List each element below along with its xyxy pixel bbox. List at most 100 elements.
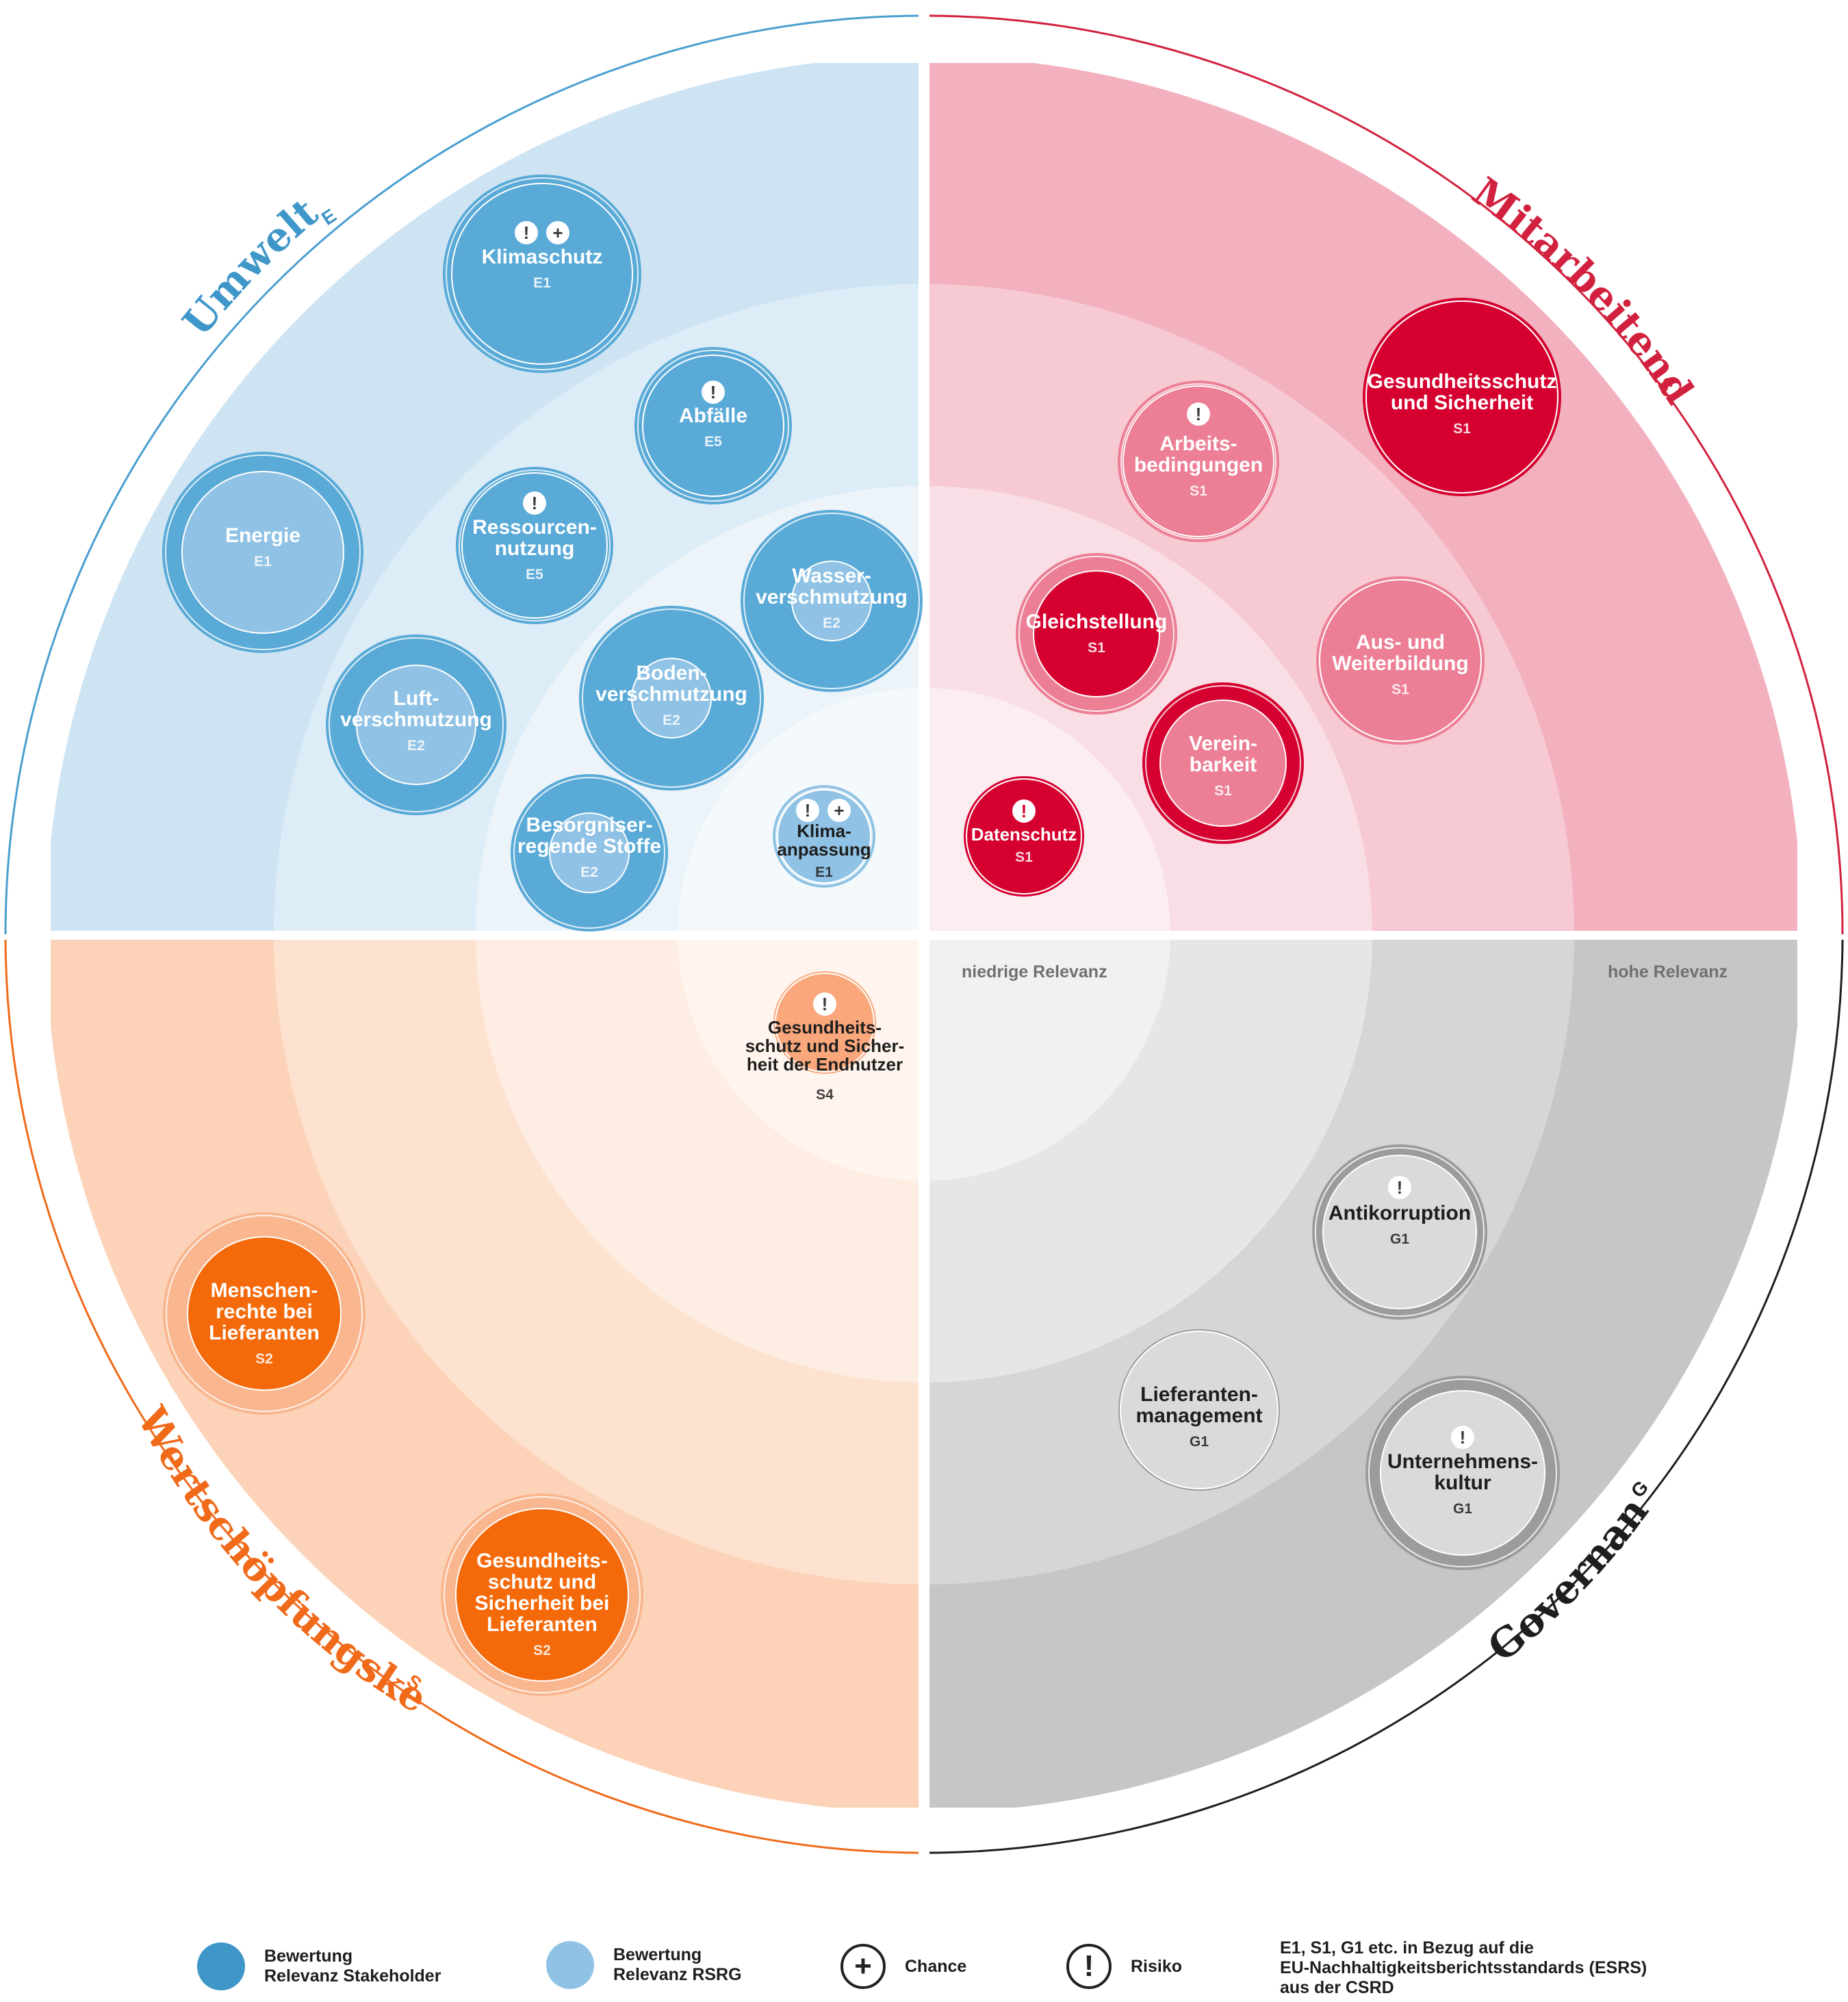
icon-glyph: ! <box>524 222 530 243</box>
topic-label-line: Lieferanten <box>209 1322 320 1344</box>
rsrg-relevance-circle <box>1033 570 1160 697</box>
icon-glyph: + <box>552 222 563 243</box>
topic-label-line: verschmutzung <box>595 683 747 706</box>
rsrg-relevance-circle <box>356 665 476 785</box>
topic-label-line: rechte bei <box>216 1300 313 1323</box>
topic-label-line: Unternehmens- <box>1387 1450 1538 1473</box>
esrs-code: E1 <box>815 864 833 880</box>
legend-risk: ! Risiko <box>1066 1944 1182 1989</box>
topic-label-line: Aus- und <box>1356 631 1445 654</box>
circle-outline <box>1315 1147 1485 1317</box>
topic-label-line: Lieferanten <box>487 1613 598 1636</box>
circle-outline <box>582 608 761 788</box>
relevance-high-label: hohe Relevanz <box>1608 962 1728 981</box>
plus-icon: + <box>840 1944 886 1989</box>
topic-label-line: Gesundheitsschutz <box>1368 370 1557 393</box>
rsrg-relevance-circle <box>451 183 633 365</box>
topic-label-line: schutz und Sicher- <box>745 1036 905 1056</box>
icon-glyph: + <box>834 800 844 821</box>
rsrg-relevance-circle <box>1322 1155 1477 1309</box>
legend: Bewertung Relevanz Stakeholder Bewertung… <box>0 1937 1848 2002</box>
rsrg-relevance-circle <box>966 778 1082 895</box>
topic-label-line: Gesundheits- <box>768 1017 882 1038</box>
esrs-code: E1 <box>254 554 272 569</box>
circle-outline <box>329 637 504 812</box>
topic-label-line: Boden- <box>636 662 706 684</box>
topic-label-line: Lieferanten- <box>1140 1383 1258 1406</box>
topic-label-line: Gleichstellung <box>1026 611 1168 633</box>
rsrg-relevance-circle <box>461 472 608 619</box>
icon-glyph: ! <box>1460 1427 1466 1448</box>
esrs-code: E2 <box>407 738 425 754</box>
legend-esrs: E1, S1, G1 etc. in Bezug auf die EU-Nach… <box>1259 1938 1647 1998</box>
legend-risk-label: Risiko <box>1131 1956 1183 1976</box>
circle-outline <box>1120 383 1276 539</box>
rsrg-dot-icon <box>546 1941 594 1989</box>
rsrg-relevance-circle <box>1120 1331 1279 1489</box>
rsrg-relevance-circle <box>1380 1390 1545 1556</box>
esrs-code: E2 <box>580 864 598 880</box>
esrs-code: S4 <box>816 1087 834 1103</box>
topic-label-line: und Sicherheit <box>1391 392 1533 414</box>
rsrg-relevance-circle <box>1159 700 1287 827</box>
circle-outline <box>1145 685 1301 841</box>
topic-label-line: Ressourcen- <box>472 516 597 539</box>
esrs-code: E2 <box>663 713 680 728</box>
legend-esrs-note: E1, S1, G1 etc. in Bezug auf die EU-Nach… <box>1280 1938 1647 1997</box>
rsrg-relevance-circle <box>187 1236 342 1391</box>
esrs-code: G1 <box>1390 1231 1409 1247</box>
topic-gesundheitsschutz-endnutzer[interactable]: !Gesundheits-schutz und Sicher-heit der … <box>745 971 905 1103</box>
circle-outline <box>637 350 789 502</box>
circle-outline <box>743 513 920 689</box>
topic-label-line: Besorgniser- <box>526 814 652 836</box>
circle-outline <box>459 470 611 621</box>
icon-glyph: ! <box>1021 801 1027 821</box>
topic-label-line: Menschen- <box>211 1279 318 1302</box>
risk-exclamation-icon: ! <box>1388 1176 1411 1199</box>
risk-exclamation-icon: ! <box>796 799 819 822</box>
topic-label-line: verschmutzung <box>340 708 492 731</box>
topic-bubbles: !+KlimaschutzE1!AbfälleE5EnergieE1!Resso… <box>162 175 1561 1696</box>
chance-plus-icon: + <box>827 799 851 822</box>
circle-outline <box>165 454 361 650</box>
relevance-low-label: niedrige Relevanz <box>962 962 1107 981</box>
topic-label-line: Abfälle <box>679 405 747 427</box>
rsrg-relevance-circle <box>775 973 875 1073</box>
circle-outline <box>1368 1378 1557 1567</box>
esrs-code: S1 <box>1088 640 1105 656</box>
topic-label-line: nutzung <box>495 537 575 560</box>
esrs-code: S1 <box>1190 483 1207 499</box>
esrs-code: S1 <box>1214 783 1232 799</box>
legend-chance: + Chance <box>840 1944 966 1989</box>
esrs-code: S1 <box>1391 682 1409 697</box>
outer-rim <box>4 14 1844 1854</box>
esrs-code: S1 <box>1015 849 1033 865</box>
esrs-code: S1 <box>1453 421 1471 437</box>
rsrg-relevance-circle <box>1365 300 1558 493</box>
topic-label-line: bedingungen <box>1134 454 1263 476</box>
rsrg-relevance-circle <box>791 561 872 641</box>
quadrant-governance <box>929 940 1797 1808</box>
rim-title-gaps <box>122 150 1716 1743</box>
circle-outline <box>775 788 873 885</box>
